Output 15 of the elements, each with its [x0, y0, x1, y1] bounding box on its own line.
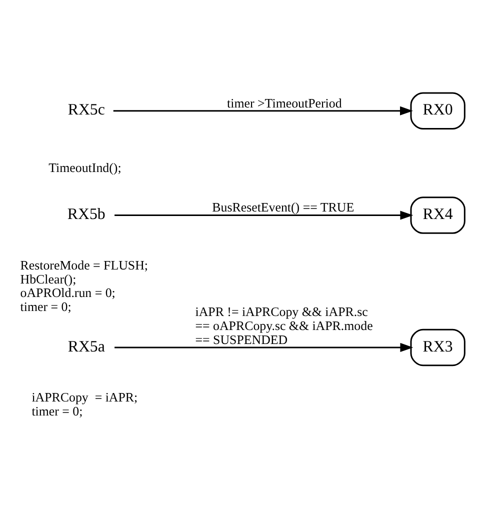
edge-label: timer >TimeoutPeriod [227, 95, 342, 110]
edge-label: BusResetEvent() == TRUE [212, 200, 354, 215]
node-text: RX5c [68, 102, 105, 119]
arrow [114, 210, 414, 220]
node-box: RX3 [410, 328, 466, 366]
node-text: RX5a [68, 338, 105, 356]
arrow [113, 106, 413, 116]
label: RestoreMode = FLUSH; HbClear(); oAPROld.run = 0; timer = 0; [20, 257, 148, 314]
arrow [114, 342, 414, 352]
label: iAPRCopy = iAPR; timer = 0; [32, 390, 138, 418]
label: TimeoutInd(); [48, 160, 122, 175]
edge-label: iAPR != iAPRCopy && iAPR.sc == oAPRCopy.sc && iAPR.mode == SUSPENDED [195, 304, 373, 347]
node-text: RX5b [67, 206, 106, 224]
node-box: RX0 [410, 92, 466, 130]
node-box: RX4 [410, 196, 466, 234]
